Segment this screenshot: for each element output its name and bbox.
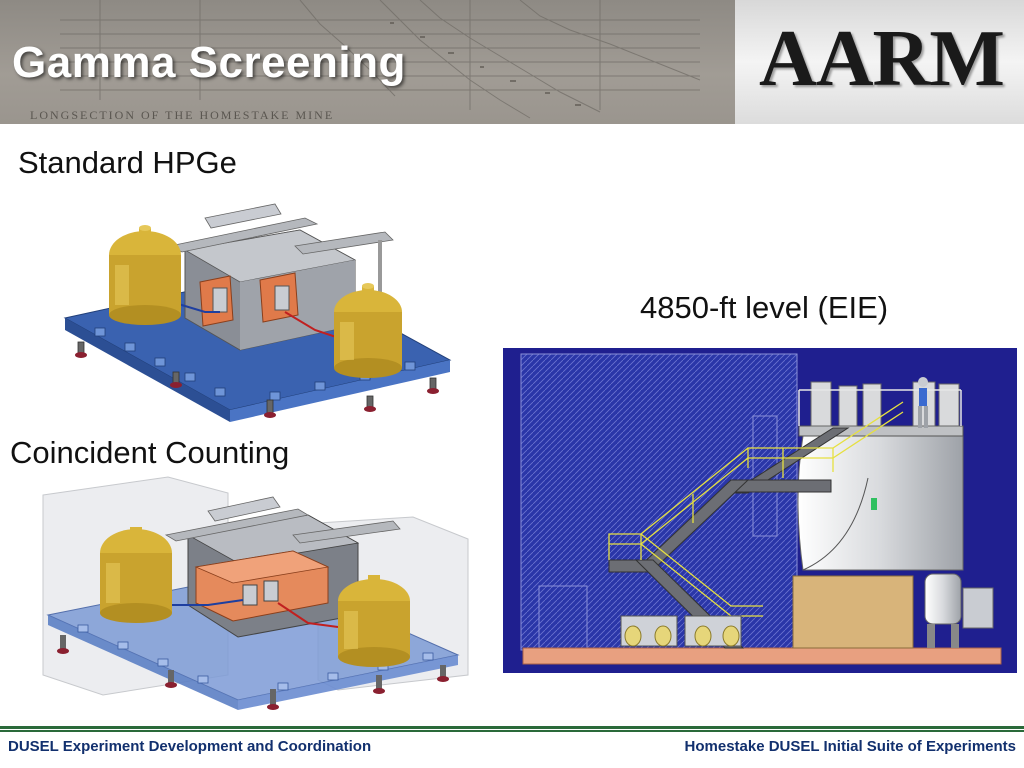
map-caption: LONGSECTION OF THE HOMESTAKE MINE (30, 108, 335, 122)
mine-longsection-map (60, 0, 701, 119)
footer-rule (0, 726, 1024, 729)
coincident-counting-label: Coincident Counting (10, 435, 290, 470)
footer-left-text: DUSEL Experiment Development and Coordin… (8, 738, 372, 755)
coincident-counting-illustration (42, 476, 469, 710)
page-title: Gamma Screening (12, 38, 406, 87)
logo-box: AARM (735, 0, 1024, 124)
aarm-logo: AARM (759, 15, 1005, 103)
level-label: 4850-ft level (EIE) (640, 290, 889, 325)
footer-rule-thin (0, 730, 1024, 732)
standard-hpge-label: Standard HPGe (18, 145, 237, 180)
header-banner: Gamma Screening LONGSECTION OF THE HOMES… (0, 0, 1024, 124)
footer-right-text: Homestake DUSEL Initial Suite of Experim… (684, 738, 1016, 755)
standard-hpge-illustration (63, 203, 452, 422)
eie-level-illustration (503, 348, 1017, 673)
